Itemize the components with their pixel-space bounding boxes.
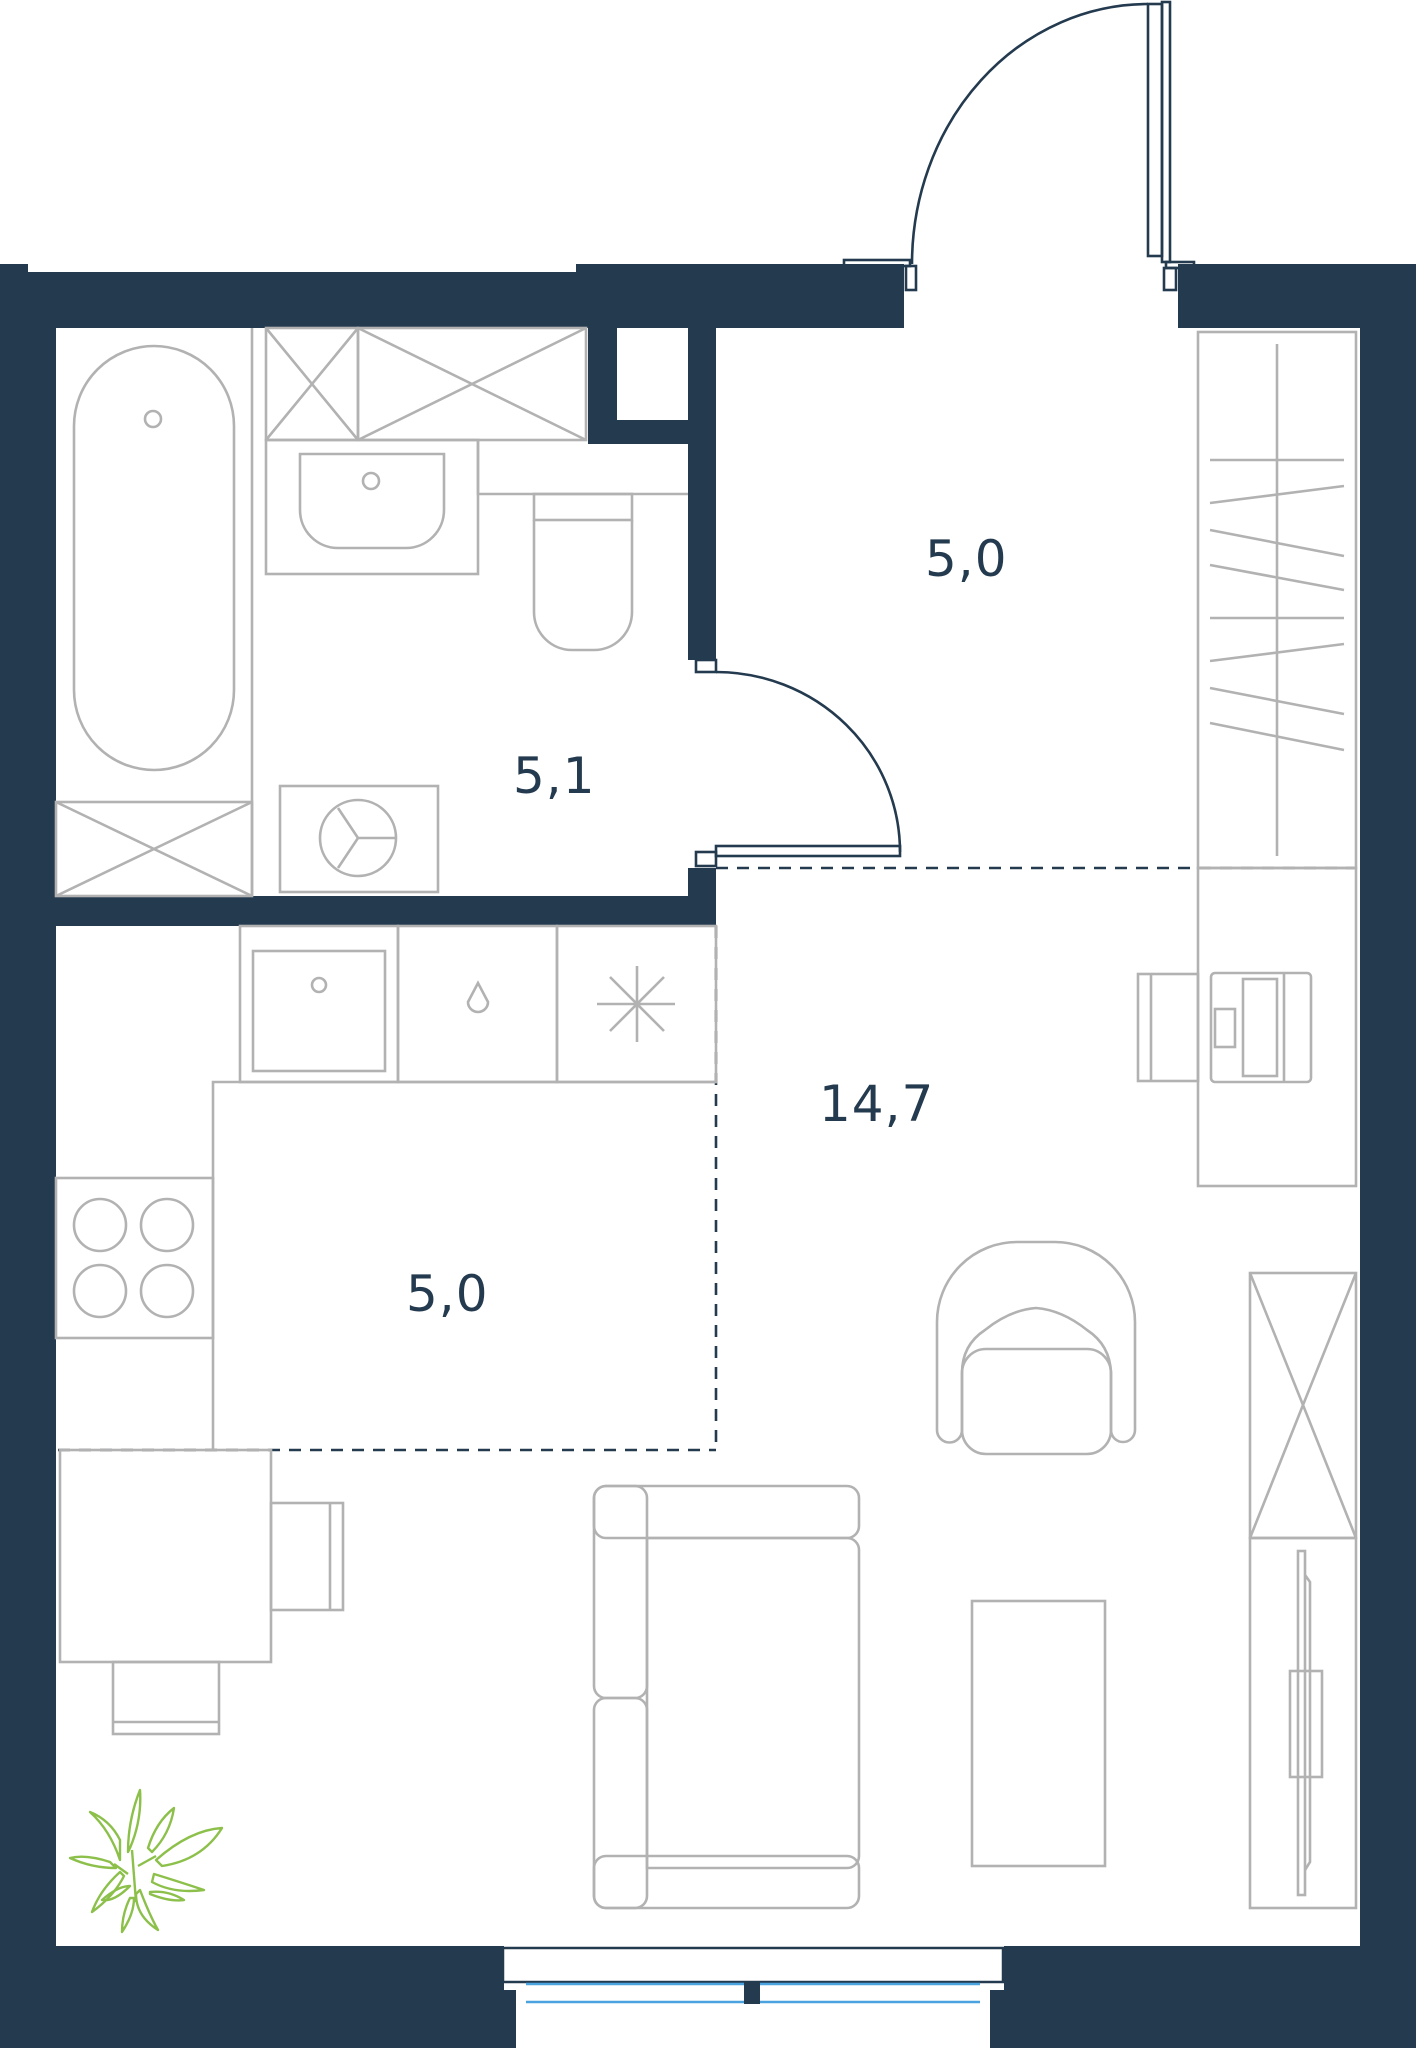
bathroom-door-swing (715, 670, 902, 853)
washing-machine-blades (336, 807, 396, 869)
burner-2-icon (139, 1197, 195, 1253)
window-opening (516, 2004, 990, 2048)
sofa-back (645, 1536, 861, 1870)
sink-counter (264, 438, 480, 576)
entrance-door-swing (910, 2, 1149, 265)
sofa-arm-bottom (592, 1854, 861, 1910)
sofa-seat-1 (592, 1484, 649, 1700)
bathtub-drain-icon (143, 409, 163, 429)
burner-4-icon (139, 1263, 195, 1319)
tv-stand (1248, 1536, 1358, 1910)
window-mullion (744, 1982, 760, 2004)
armchair-seat (960, 1306, 1113, 1456)
laptop-pad (1213, 1007, 1237, 1049)
bath-shelf-cross (55, 800, 253, 898)
burner-1-icon (72, 1197, 128, 1253)
living-furniture (592, 866, 1358, 1910)
sofa-seat-2 (592, 1696, 649, 1910)
hall-area-label: 5,0 (925, 530, 1008, 588)
tv-screen (1303, 1574, 1312, 1871)
hall-furniture (1196, 330, 1358, 870)
bathroom-door-jamb-bottom (694, 850, 718, 868)
kitchen-stove (54, 1176, 215, 1340)
kitchen-sink (251, 949, 387, 1073)
tall-cabinet-cross (1248, 1272, 1358, 1539)
kitchen-furniture (54, 924, 718, 1736)
water-drop-icon (466, 980, 490, 1014)
entrance-jamb-left (904, 264, 918, 292)
tv-base (1288, 1669, 1324, 1779)
kitchen-cabinet-dishwasher (396, 924, 559, 1084)
bathroom-door-leaf (714, 844, 902, 858)
wardrobe-hangers (1209, 458, 1345, 752)
window-sill (501, 1946, 1005, 1984)
burner-3-icon (72, 1263, 128, 1319)
sink-drain-icon (361, 471, 381, 491)
entrance-door-leaf (1146, 2, 1164, 258)
toilet-tank (532, 492, 634, 522)
entrance-jamb-top-right (1164, 260, 1196, 270)
toilet-niche (476, 440, 688, 496)
snowflake-icon (597, 966, 675, 1042)
walls (0, 264, 1416, 2048)
sink-basin (298, 452, 446, 550)
kitchen-sink-drain-icon (310, 976, 328, 994)
toilet-bowl (532, 520, 634, 652)
bathtub (72, 344, 236, 772)
dining-chair-right (269, 1501, 345, 1612)
plant-icon (68, 1788, 224, 1934)
wall-niche-bottom (588, 420, 688, 444)
wall-top-right (990, 264, 1416, 2048)
desk-chair (1136, 972, 1200, 1083)
kitchen-cabinet-sink (238, 924, 400, 1084)
wall-bath-bottom (56, 896, 716, 926)
tv (1296, 1549, 1307, 1897)
bath-cabinet-2-cross (357, 326, 587, 442)
room-labels: 5,0 5,1 14,7 5,0 (406, 530, 1008, 1323)
bathroom-area-label: 5,1 (513, 747, 596, 805)
bathroom-fixtures (54, 326, 688, 898)
wall-top-left (0, 264, 904, 2048)
dining-table (58, 1448, 273, 1664)
kitchen-area-label: 5,0 (406, 1265, 489, 1323)
living-area-label: 14,7 (819, 1075, 934, 1133)
wall-bath-corner (688, 868, 716, 926)
washing-machine (278, 784, 440, 894)
laptop (1209, 971, 1313, 1084)
wall-bath-hall (688, 328, 716, 660)
bath-cabinet-1-cross (264, 327, 360, 441)
sofa-arm-top (592, 1484, 861, 1540)
dining-chair-bottom (111, 1660, 221, 1736)
bathroom-door-jamb-top (694, 658, 718, 674)
doors (694, 0, 1196, 868)
laptop-screen (1241, 977, 1279, 1078)
entrance-door-jamb (1160, 0, 1172, 264)
entrance-jamb-right (1162, 266, 1178, 292)
armchair-frame (935, 1240, 1137, 1444)
coffee-table (970, 1599, 1107, 1868)
entrance-threshold (842, 258, 912, 268)
